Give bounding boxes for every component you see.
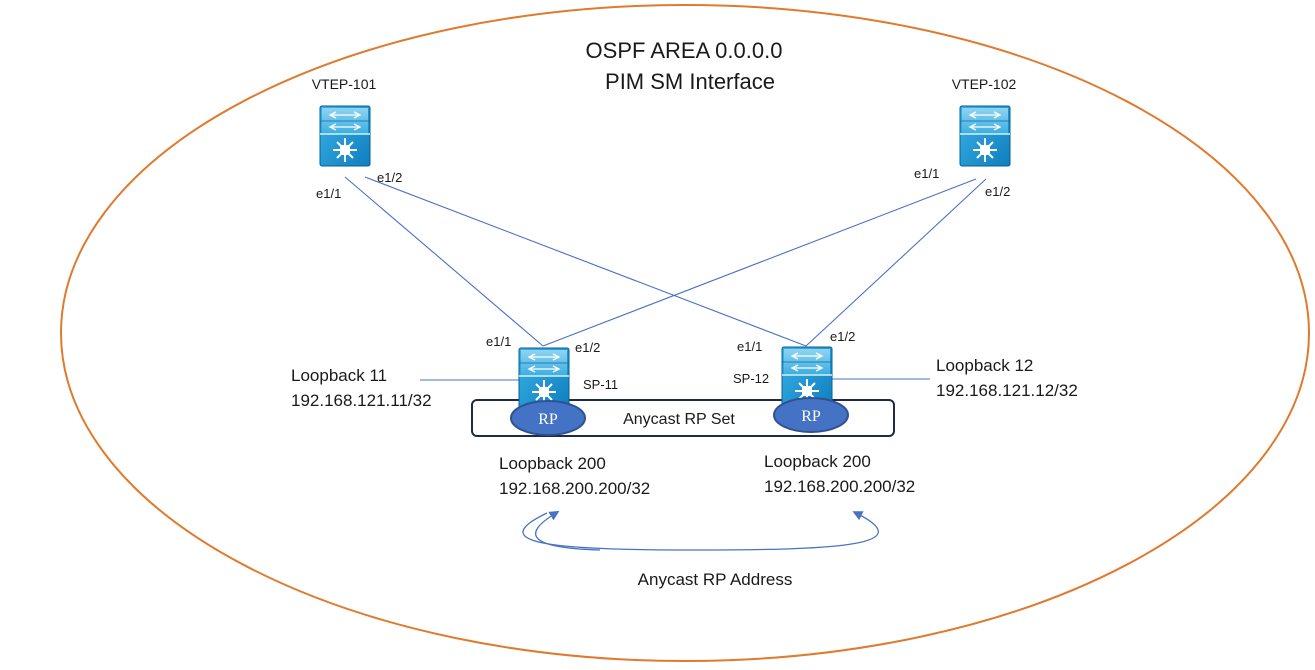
- vtep-102: VTEP-102 e1/1 e1/2: [914, 76, 1017, 199]
- rp-label: RP: [538, 411, 558, 428]
- port-label: e1/1: [914, 166, 939, 181]
- anycast-arrow-left: [535, 510, 601, 551]
- area-title: OSPF AREA 0.0.0.0: [586, 38, 783, 63]
- loopback-200-right-ip: 192.168.200.200/32: [764, 477, 915, 496]
- port-label: e1/1: [316, 186, 341, 201]
- device-label-vtep-102: VTEP-102: [952, 76, 1017, 92]
- link-vtep101-sp12: [364, 176, 807, 347]
- loopback-12-ip: 192.168.121.12/32: [936, 381, 1078, 400]
- anycast-rp-set-box: [471, 399, 895, 437]
- area-subtitle: PIM SM Interface: [605, 69, 775, 94]
- loopback-200-left-ip: 192.168.200.200/32: [499, 479, 650, 498]
- link-vtep102-sp12: [805, 178, 987, 347]
- spine-sp-12: e1/1 e1/2 SP-12 RP: [733, 329, 855, 433]
- anycast-rp-set-label: Anycast RP Set: [623, 411, 735, 428]
- port-label: e1/1: [486, 334, 511, 349]
- anycast-arrow-curve: [522, 511, 879, 551]
- port-label: e1/2: [985, 184, 1010, 199]
- link-vtep102-sp11: [542, 178, 977, 347]
- spine-sp-11: e1/1 e1/2 SP-11 RP: [486, 334, 618, 436]
- loopback-200-left-name: Loopback 200: [499, 454, 606, 473]
- rp-badge: [510, 400, 586, 436]
- loopback-11-name: Loopback 11: [291, 366, 387, 385]
- port-label: e1/2: [377, 170, 402, 185]
- port-label: e1/2: [575, 340, 600, 355]
- ospf-area-boundary: [60, 4, 1310, 662]
- device-label-sp-12: SP-12: [733, 371, 769, 386]
- vtep-101: VTEP-101 e1/1 e1/2: [312, 76, 403, 201]
- link-vtep101-sp11: [344, 176, 544, 347]
- rp-badge: [773, 397, 849, 433]
- device-label-vtep-101: VTEP-101: [312, 76, 377, 92]
- device-label-sp-11: SP-11: [583, 377, 618, 392]
- switch-icon: [959, 105, 1011, 167]
- switch-icon: [319, 105, 371, 167]
- switch-icon: [518, 347, 570, 409]
- port-label: e1/1: [737, 339, 762, 354]
- rp-label: RP: [801, 408, 821, 425]
- loopback-200-right-name: Loopback 200: [764, 452, 871, 471]
- anycast-rp-address-label: Anycast RP Address: [638, 570, 793, 589]
- links: [344, 176, 987, 381]
- loopback-12-name: Loopback 12: [936, 356, 1033, 375]
- loopback-11-ip: 192.168.121.11/32: [291, 391, 432, 410]
- port-label: e1/2: [830, 329, 855, 344]
